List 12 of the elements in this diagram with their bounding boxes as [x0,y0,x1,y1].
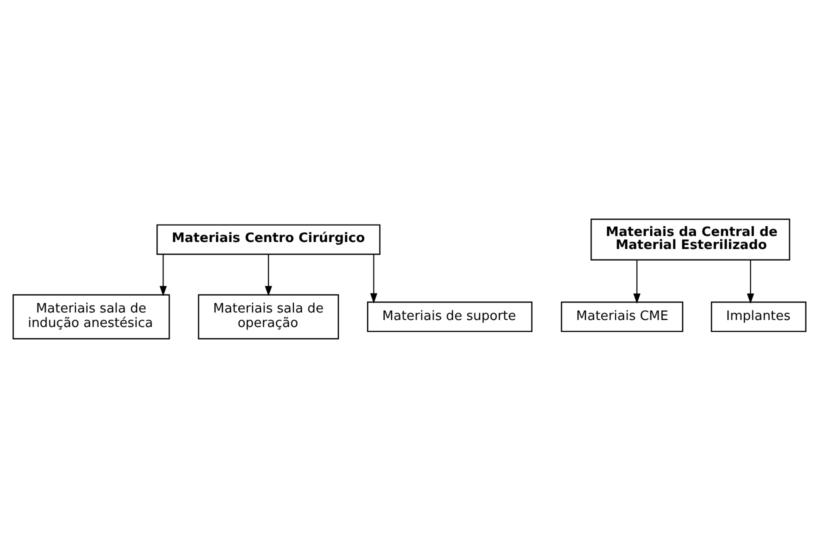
arrow [264,254,272,296]
arrow [370,254,378,304]
node-box: Materiais sala de indução anestésica [12,294,170,340]
node-box: Materiais da Central de Material Esterilizado [590,218,790,260]
node-box: Materiais CME [560,302,684,332]
node-box: Materiais sala de operação [198,294,339,340]
node-box: Materiais de suporte [367,302,532,332]
node-box: Implantes [710,302,806,332]
node-box: Materiais Centro Cirúrgico [156,224,380,255]
arrow [746,260,754,304]
arrow [160,254,167,296]
arrow [633,260,640,304]
